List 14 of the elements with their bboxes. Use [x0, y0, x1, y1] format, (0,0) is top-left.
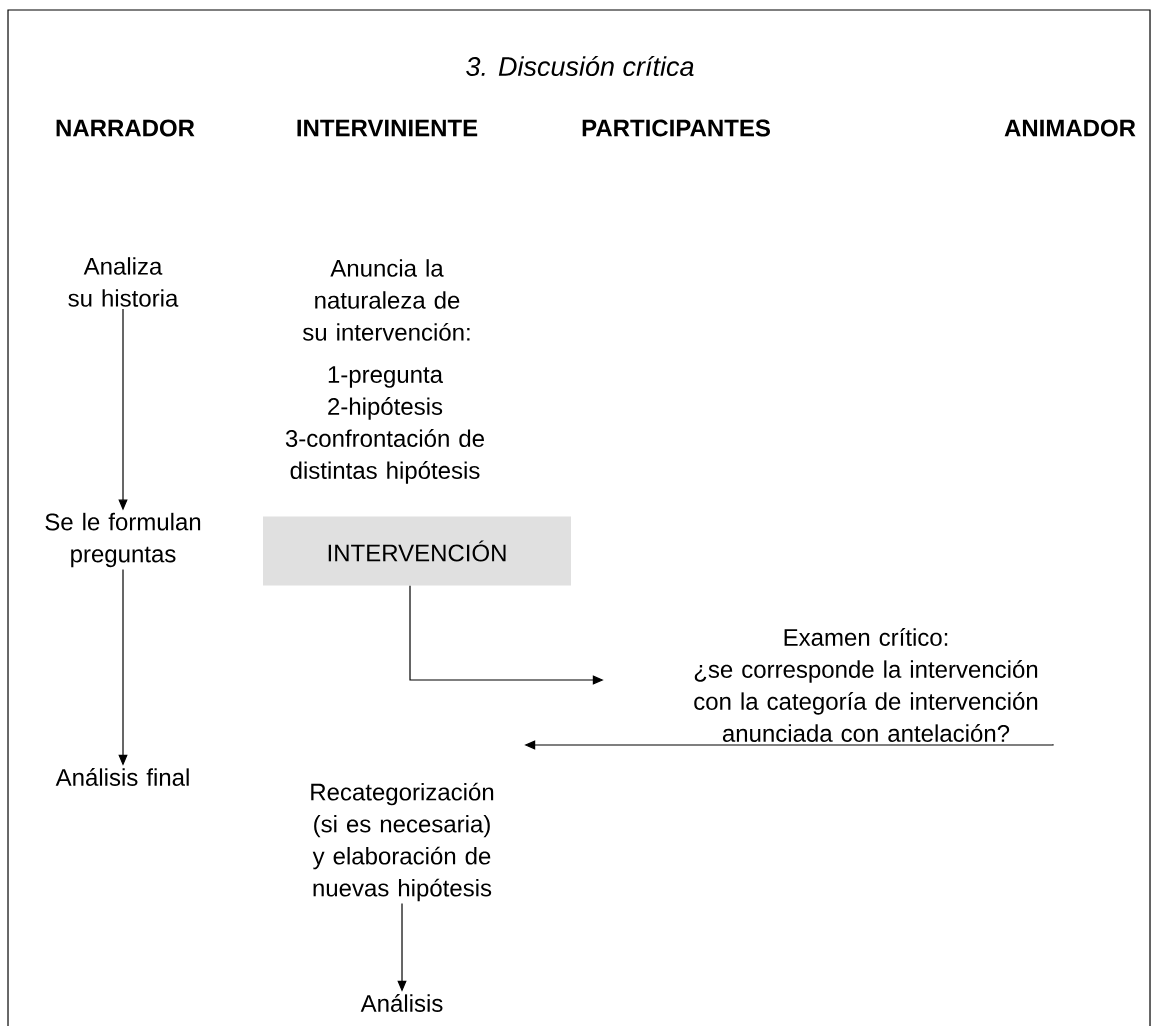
list-text: 1-pregunta 2-hipótesis 3-confrontación de distintas hipótesis — [285, 366, 484, 484]
column-heading: ANIMADOR — [1004, 119, 1136, 137]
step-text: Anuncia la naturaleza de su intervención: — [302, 259, 470, 341]
title: 3. Discusión crítica — [466, 55, 694, 77]
process-box: INTERVENCIÓN — [263, 516, 571, 586]
step-text: Examen crítico: ¿se corresponde la intervención con la categoría de intervención anunciada con antelación? — [694, 628, 1038, 742]
step-text: Analiza su historia — [68, 257, 179, 307]
column-heading: PARTICIPANTES — [582, 119, 770, 137]
step-text: Se le formulan preguntas — [45, 512, 201, 568]
column-heading: NARRADOR — [56, 119, 195, 137]
step-text: Análisis final — [55, 768, 189, 786]
step-text: Análisis — [360, 994, 443, 1012]
column-heading: INTERVINIENTE — [297, 119, 478, 137]
step-text: Recategorización (si es necesaria) y elaboración de nuevas hipótesis — [311, 782, 494, 902]
